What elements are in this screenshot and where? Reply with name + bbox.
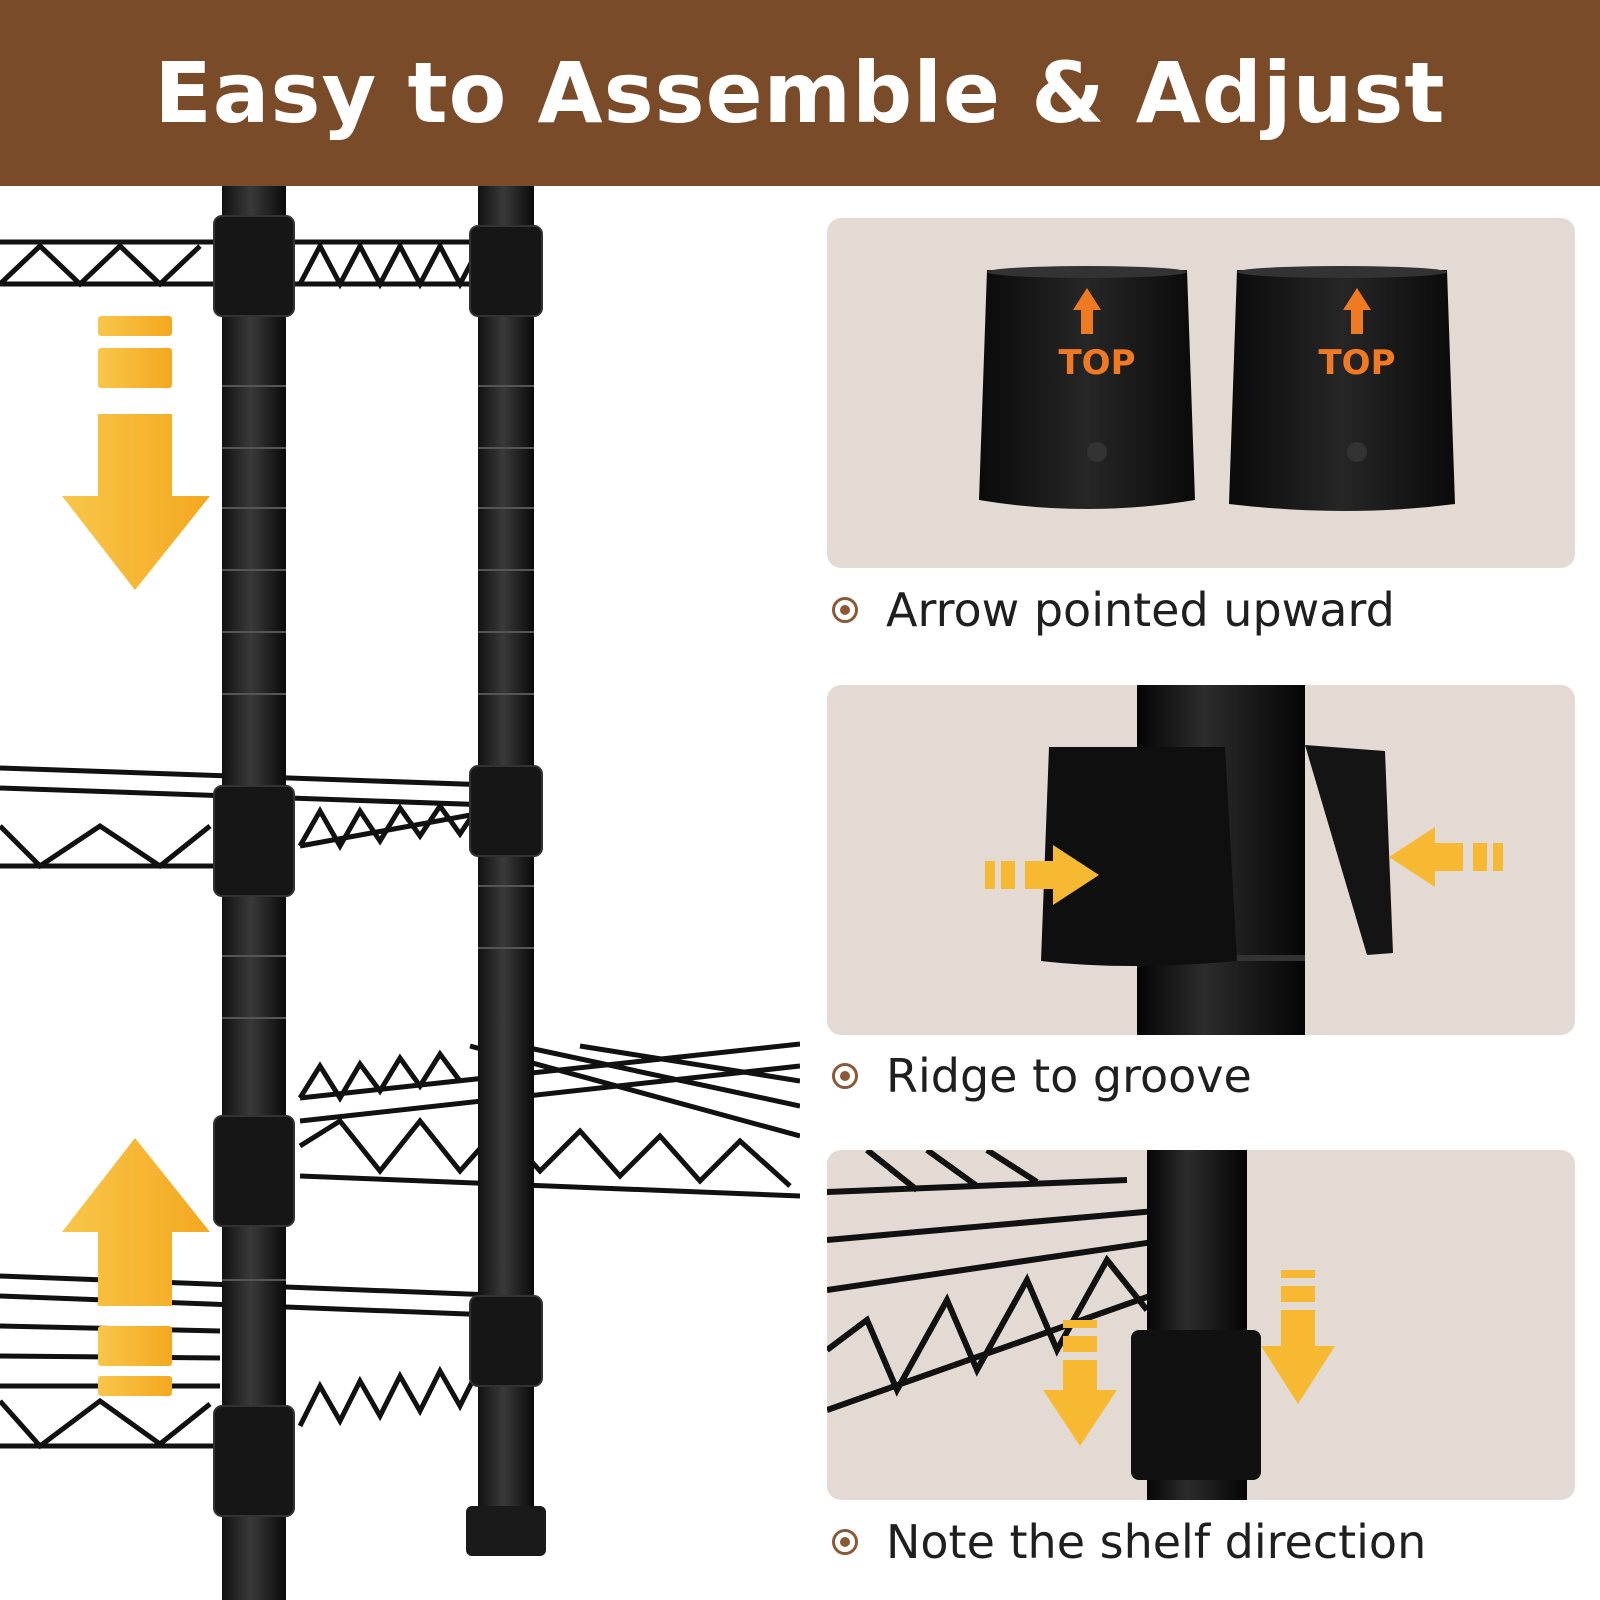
panel-ridge-groove — [827, 685, 1575, 1035]
sleeve — [1131, 1330, 1261, 1480]
arrow-right-icon — [985, 845, 1099, 905]
title-banner: Easy to Assemble & Adjust — [0, 0, 1600, 186]
panel-shelf-direction — [827, 1150, 1575, 1500]
sleeve-right — [1229, 266, 1455, 511]
arrow-down-icon — [62, 316, 210, 590]
page-title: Easy to Assemble & Adjust — [154, 44, 1446, 142]
arrow-up-icon — [62, 1138, 210, 1396]
arrow-down-icon — [1261, 1270, 1335, 1404]
shelving-unit-illustration — [0, 186, 800, 1600]
wire-shelf-corner — [827, 1150, 1168, 1413]
panel-sleeve-orientation: TOP TOP — [827, 218, 1575, 568]
caption-shelf-direction: Note the shelf direction — [832, 1512, 1426, 1572]
bullet-ring-icon — [832, 1063, 858, 1089]
shelf-corner-illustration — [827, 1150, 1335, 1500]
wire-shelf-third — [297, 1041, 800, 1199]
plastic-sleeves-illustration: TOP TOP — [979, 266, 1455, 511]
sleeve-half-right — [1305, 745, 1393, 955]
sleeve-half-left — [1041, 747, 1237, 966]
bullet-ring-icon — [832, 1529, 858, 1555]
bullet-ring-icon — [832, 597, 858, 623]
sleeve-top-label-right: TOP — [1318, 343, 1395, 383]
sleeve-pole-illustration — [985, 685, 1503, 1035]
sleeve-top-label-left: TOP — [1058, 343, 1135, 383]
caption-arrow-upward: Arrow pointed upward — [832, 580, 1395, 640]
sleeve-left — [979, 266, 1195, 509]
arrow-left-icon — [1389, 827, 1503, 887]
caption-ridge-groove: Ridge to groove — [832, 1046, 1252, 1106]
arrow-down-icon — [1043, 1320, 1117, 1446]
pole-collars — [213, 215, 543, 1517]
